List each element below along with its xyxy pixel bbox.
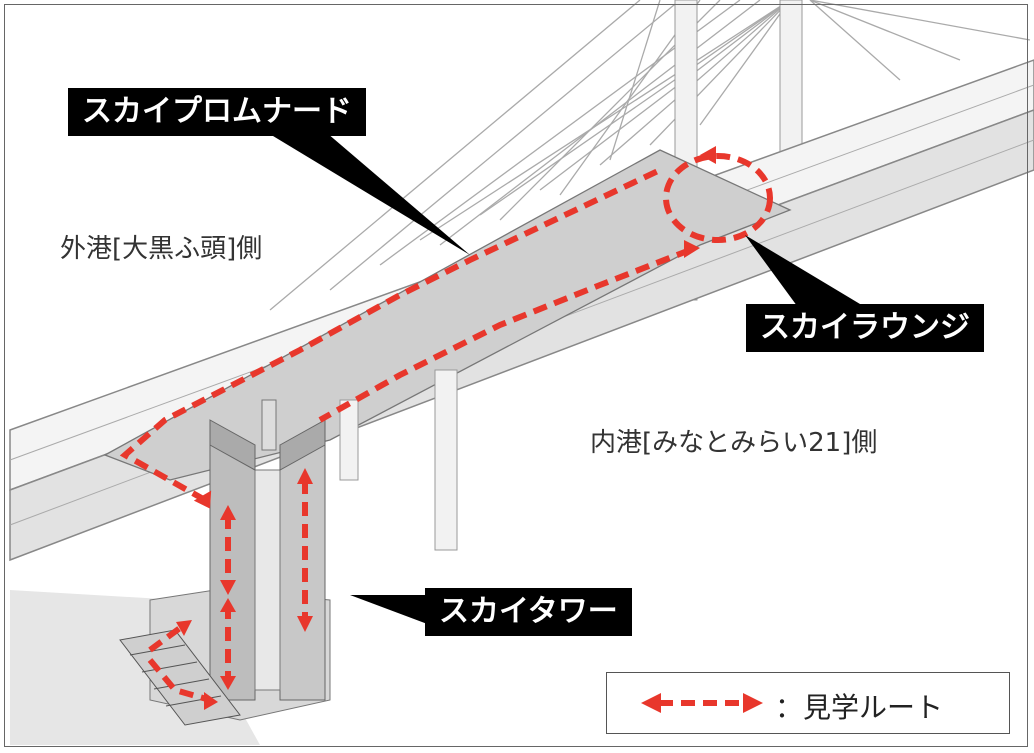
legend-text: ：見学ルート: [775, 691, 944, 724]
sky-lounge-label: スカイラウンジ: [746, 304, 984, 352]
sky-tower-pointer: [350, 595, 430, 625]
sky-tower-left: [209, 444, 256, 701]
image-frame: [4, 4, 1028, 747]
tower-mast: [261, 399, 277, 451]
outer-harbor-label: 外港[大黒ふ頭]側: [60, 228, 263, 265]
sky-promenade-pointer: [230, 110, 470, 255]
sky-tower-label: スカイタワー: [425, 588, 632, 636]
sky-lounge-pointer: [745, 235, 870, 310]
inner-harbor-label: 内港[みなとみらい21]側: [590, 422, 878, 459]
tower-top: [279, 419, 326, 471]
sky-promenade-walkway: [103, 149, 792, 481]
legend: ：見学ルート: [606, 672, 1010, 734]
route-arrowheads: [176, 146, 716, 710]
pier: [434, 369, 458, 551]
sky-tower-core: [254, 469, 281, 691]
sky-promenade-label: スカイプロムナード: [68, 88, 366, 136]
route-arrow-icon: [641, 693, 763, 713]
pier: [339, 399, 359, 481]
tower-top: [209, 419, 256, 471]
cables: [269, 0, 1031, 311]
tour-route: [119, 153, 773, 703]
